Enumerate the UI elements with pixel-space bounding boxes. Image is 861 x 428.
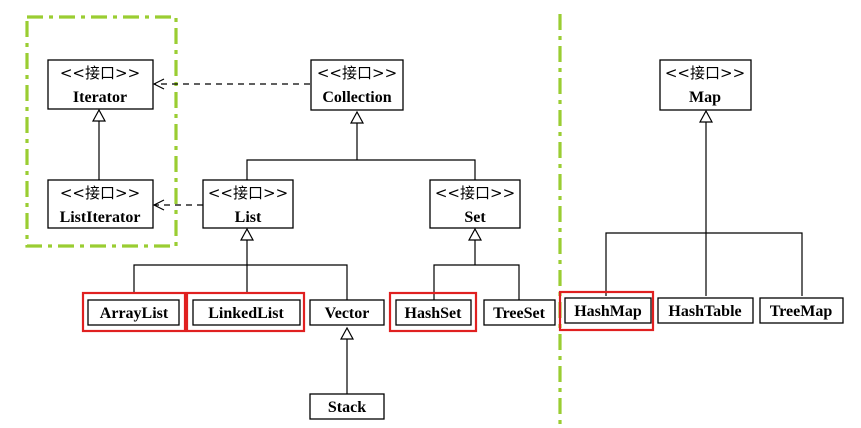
- arraylist-class-box[interactable]: ArrayList: [87, 299, 180, 326]
- vector-class-box[interactable]: Vector: [309, 299, 385, 326]
- list-name: List: [235, 209, 262, 226]
- map-stereotype: <<接口>>: [665, 64, 745, 82]
- hashset-highlight: [388, 291, 478, 333]
- map-children-edge: [605, 232, 803, 296]
- listiterator-name: ListIterator: [60, 209, 141, 226]
- hashset-class-box[interactable]: HashSet: [395, 299, 472, 326]
- collection-stereotype: <<接口>>: [317, 64, 397, 82]
- set-name: Set: [464, 209, 486, 226]
- collection-inherit-triangle: [349, 110, 365, 124]
- list-interface-box[interactable]: <<接口>> List: [202, 179, 294, 229]
- hashmap-highlight: [558, 290, 655, 332]
- arraylist-name: ArrayList: [100, 305, 169, 322]
- hashtable-name: HashTable: [668, 303, 741, 320]
- treeset-name: TreeSet: [493, 305, 546, 322]
- hashset-name: HashSet: [405, 305, 463, 322]
- linkedlist-class-box[interactable]: LinkedList: [192, 299, 301, 326]
- iterator-stereotype: <<接口>>: [60, 64, 140, 82]
- hashtable-class-box[interactable]: HashTable: [657, 297, 754, 324]
- list-set-to-collection-edge: [246, 159, 476, 180]
- collection-name: Collection: [322, 89, 391, 106]
- map-inherit-triangle: [698, 109, 714, 123]
- collection-interface-box[interactable]: <<接口>> Collection: [310, 59, 404, 111]
- treemap-class-box[interactable]: TreeMap: [759, 297, 844, 324]
- set-children-edge: [433, 264, 520, 300]
- map-interface-box[interactable]: <<接口>> Map: [659, 59, 752, 111]
- stack-name: Stack: [328, 399, 366, 416]
- hashmap-name: HashMap: [574, 303, 642, 320]
- vector-inherit-triangle: [339, 326, 355, 340]
- list-stereotype: <<接口>>: [208, 184, 288, 202]
- listiterator-interface-box[interactable]: <<接口>> ListIterator: [47, 179, 154, 229]
- vector-name: Vector: [325, 305, 370, 322]
- set-interface-box[interactable]: <<接口>> Set: [429, 179, 521, 229]
- set-stereotype: <<接口>>: [435, 184, 515, 202]
- linkedlist-highlight: [185, 291, 306, 333]
- iterator-name: Iterator: [73, 89, 127, 106]
- listiterator-stereotype: <<接口>>: [60, 184, 140, 202]
- list-inherit-triangle: [239, 227, 255, 241]
- iterator-region-border: [25, 15, 178, 248]
- iterator-interface-box[interactable]: <<接口>> Iterator: [47, 59, 154, 110]
- treeset-class-box[interactable]: TreeSet: [483, 299, 556, 326]
- stack-class-box[interactable]: Stack: [309, 393, 385, 420]
- set-inherit-triangle: [467, 227, 483, 241]
- list-children-edge: [133, 264, 348, 300]
- treemap-name: TreeMap: [770, 303, 833, 320]
- map-name: Map: [689, 89, 721, 106]
- iterator-inherit-triangle: [91, 108, 107, 122]
- hashmap-class-box[interactable]: HashMap: [564, 297, 652, 324]
- linkedlist-name: LinkedList: [208, 305, 284, 322]
- arraylist-highlight: [81, 291, 187, 333]
